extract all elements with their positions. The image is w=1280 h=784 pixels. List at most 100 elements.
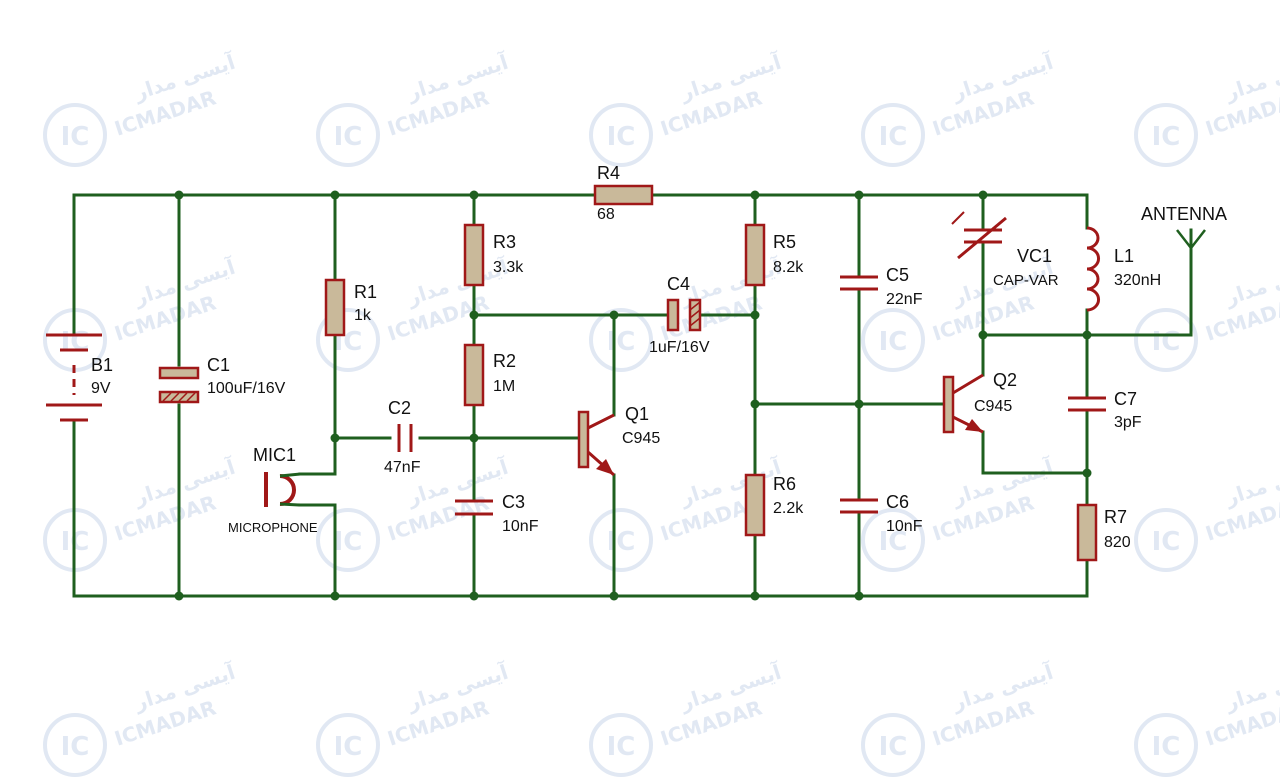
c5-ref: C5 bbox=[886, 265, 909, 285]
junction-dot bbox=[330, 591, 340, 601]
junction-dot bbox=[469, 190, 479, 200]
c2-value: 47nF bbox=[384, 459, 421, 476]
variable-capacitor-vc1 bbox=[951, 211, 1007, 260]
r4-ref: R4 bbox=[597, 163, 620, 183]
watermark-logo: IC bbox=[61, 732, 90, 762]
junction-dot bbox=[469, 433, 479, 443]
capacitor-c6 bbox=[840, 498, 878, 514]
transistor-q1 bbox=[577, 410, 615, 477]
r2-ref: R2 bbox=[493, 351, 516, 371]
c7-ref: C7 bbox=[1114, 389, 1137, 409]
l1-ref: L1 bbox=[1114, 246, 1134, 266]
junction-dot bbox=[854, 190, 864, 200]
junction-dot bbox=[469, 310, 479, 320]
r6-value: 2.2k bbox=[773, 500, 804, 517]
junction-dot bbox=[978, 330, 988, 340]
c4-ref: C4 bbox=[667, 274, 690, 294]
q1-ref: Q1 bbox=[625, 404, 649, 424]
vc1-value: CAP-VAR bbox=[993, 272, 1059, 289]
junction-dots bbox=[174, 190, 1092, 601]
junction-dot bbox=[330, 433, 340, 443]
junction-dot bbox=[750, 591, 760, 601]
c6-value: 10nF bbox=[886, 518, 923, 535]
resistor-r1 bbox=[324, 278, 346, 337]
wires bbox=[72, 193, 1193, 598]
transistor-q2 bbox=[942, 373, 984, 434]
junction-dot bbox=[609, 591, 619, 601]
r1-value: 1k bbox=[354, 307, 372, 324]
q1-value: C945 bbox=[622, 430, 660, 447]
c5-value: 22nF bbox=[886, 291, 923, 308]
c6-ref: C6 bbox=[886, 492, 909, 512]
watermark-logo: IC bbox=[607, 732, 636, 762]
watermark-logo: IC bbox=[334, 527, 363, 557]
r3-ref: R3 bbox=[493, 232, 516, 252]
junction-dot bbox=[174, 591, 184, 601]
junction-dot bbox=[609, 310, 619, 320]
l1-value: 320nH bbox=[1114, 272, 1161, 289]
junction-dot bbox=[1082, 468, 1092, 478]
b1-ref: B1 bbox=[91, 355, 113, 375]
watermark-logo: IC bbox=[334, 732, 363, 762]
watermark-logo: IC bbox=[607, 527, 636, 557]
microphone-mic1 bbox=[264, 472, 301, 507]
watermark-logo: IC bbox=[607, 327, 636, 357]
capacitor-c2 bbox=[397, 424, 413, 452]
capacitor-c3 bbox=[455, 499, 493, 516]
c1-ref: C1 bbox=[207, 355, 230, 375]
junction-dot bbox=[854, 591, 864, 601]
c4-value: 1uF/16V bbox=[649, 339, 710, 356]
r7-ref: R7 bbox=[1104, 507, 1127, 527]
watermark-logo: IC bbox=[1152, 327, 1181, 357]
r1-ref: R1 bbox=[354, 282, 377, 302]
c3-ref: C3 bbox=[502, 492, 525, 512]
resistor-r7 bbox=[1076, 503, 1098, 562]
resistor-r5 bbox=[744, 223, 766, 287]
capacitor-c5 bbox=[840, 275, 878, 291]
resistor-r2 bbox=[463, 343, 485, 407]
r5-value: 8.2k bbox=[773, 259, 804, 276]
c1-value: 100uF/16V bbox=[207, 380, 286, 397]
resistor-r6 bbox=[744, 473, 766, 537]
watermark-logo: IC bbox=[334, 122, 363, 152]
q2-value: C945 bbox=[974, 398, 1012, 415]
battery-b1 bbox=[46, 333, 102, 422]
c7-value: 3pF bbox=[1114, 414, 1142, 431]
junction-dot bbox=[174, 190, 184, 200]
watermark-logo: IC bbox=[1152, 527, 1181, 557]
r5-ref: R5 bbox=[773, 232, 796, 252]
vc1-ref: VC1 bbox=[1017, 246, 1052, 266]
resistor-r4 bbox=[593, 184, 654, 206]
junction-dot bbox=[750, 190, 760, 200]
capacitor-c4 bbox=[666, 298, 702, 332]
watermark-logo: IC bbox=[879, 527, 908, 557]
watermark-logo: IC bbox=[1152, 732, 1181, 762]
antenna-symbol bbox=[1176, 229, 1206, 249]
r2-value: 1M bbox=[493, 378, 515, 395]
r3-value: 3.3k bbox=[493, 259, 524, 276]
capacitor-c1 bbox=[158, 366, 200, 404]
junction-dot bbox=[469, 591, 479, 601]
c2-ref: C2 bbox=[388, 398, 411, 418]
watermark-logo: IC bbox=[61, 122, 90, 152]
junction-dot bbox=[978, 190, 988, 200]
mic1-value: MICROPHONE bbox=[228, 520, 318, 535]
watermark-logo: IC bbox=[879, 122, 908, 152]
mic1-ref: MIC1 bbox=[253, 445, 296, 465]
junction-dot bbox=[750, 399, 760, 409]
junction-dot bbox=[330, 190, 340, 200]
watermark-logo: IC bbox=[879, 327, 908, 357]
